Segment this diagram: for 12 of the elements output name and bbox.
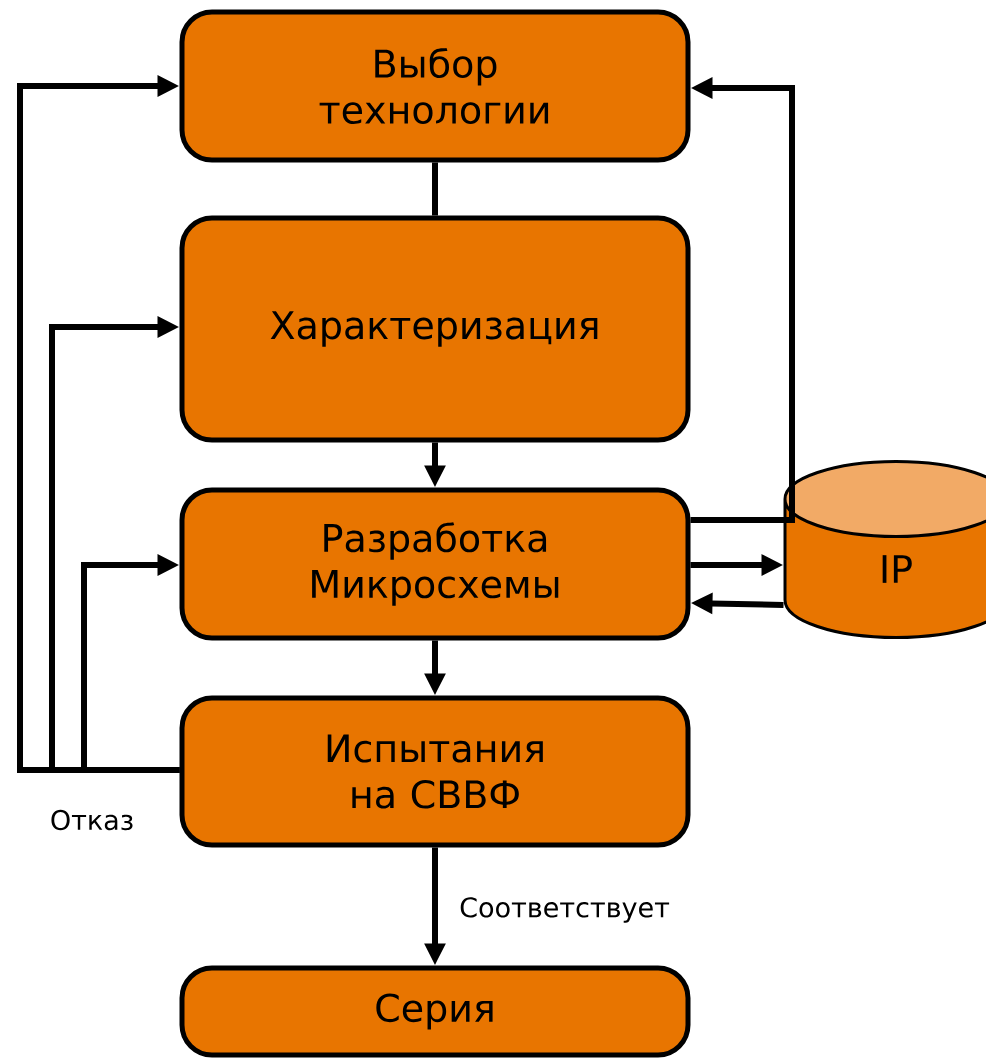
arrow (17, 75, 180, 773)
process-box: Выбор технологии (179, 9, 691, 163)
edge-label: Соответствует (457, 895, 672, 925)
arrow (49, 316, 180, 773)
connector-line (432, 162, 438, 216)
database-cylinder: IP (783, 460, 986, 639)
edge-label: Отказ (47, 807, 137, 833)
process-box: Разработка Микросхемы (179, 487, 691, 641)
process-box: Характеризация (179, 215, 691, 443)
process-box: Серия (179, 965, 691, 1058)
arrow (81, 554, 180, 773)
process-box: Испытания на СВВФ (179, 695, 691, 848)
